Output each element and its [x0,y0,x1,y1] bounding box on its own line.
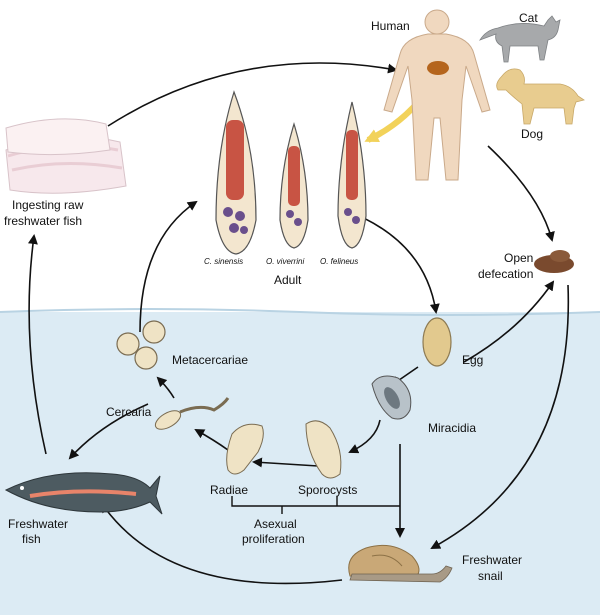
arrow-defecation-to-snail [430,284,570,549]
water-background [0,312,600,615]
arrow-cercaria-to-metacercariae [156,376,175,399]
cercaria-image [154,397,230,430]
sporocysts-image [305,420,342,479]
label-asexual-line1: Asexual [254,517,297,531]
arrow-cercaria-to-fish [68,403,149,460]
freshwater-snail-image [348,544,453,583]
label-freshwater-snail-line1: Freshwater [462,553,522,567]
adult-worm-o-viverrini [279,121,309,249]
label-ingesting-line2: freshwater fish [4,214,82,228]
label-open-line2: defecation [478,267,533,281]
arrow-egg-to-defecation [463,280,555,363]
raw-fish-fillets-image [5,118,127,194]
label-asexual-line2: proliferation [242,532,305,546]
label-egg: Egg [462,353,483,367]
label-open-line1: Open [504,251,533,265]
dog-icon [496,68,585,125]
label-adult: Adult [274,273,302,287]
water-surface-line [0,308,600,316]
adult-worm-c-sinensis [215,90,257,255]
label-species-o-felineus: O. felineus [320,257,358,266]
liver-icon [427,61,449,75]
label-human: Human [371,19,410,33]
cat-icon [479,15,561,63]
label-metacercariae: Metacercariae [172,353,248,367]
asexual-bracket [231,496,400,514]
label-freshwater-fish-line1: Freshwater [8,517,68,531]
radiae-image [226,423,264,475]
arrow-radiae-to-cercaria [194,429,229,451]
label-sporocysts: Sporocysts [298,483,357,497]
label-species-o-viverrini: O. viverrini [266,257,304,266]
label-species-c-sinensis: C. sinensis [204,257,243,266]
arrow-sporocysts-to-radiae [252,457,319,468]
label-freshwater-snail-line2: snail [478,569,503,583]
egg-image [422,317,452,367]
feces-icon [534,250,574,273]
arrow-fish-to-ingesting [27,234,47,455]
label-miracidia: Miracidia [428,421,476,435]
label-freshwater-fish-line2: fish [22,532,41,546]
metacercariae-image [116,320,166,370]
adult-worm-o-felineus [337,101,367,249]
arrow-fish-to-human [107,62,398,127]
arrow-snail-to-fish [100,502,343,585]
label-ingesting-line1: Ingesting raw [12,198,84,212]
label-cat: Cat [519,11,538,25]
miracidia-image [371,375,412,420]
label-dog: Dog [521,127,543,141]
arrow-miracidia-to-sporocysts [348,419,381,454]
label-radiae: Radiae [210,483,248,497]
label-cercaria: Cercaria [106,405,152,419]
freshwater-fish-image [4,472,163,515]
arrow-human-to-defecation [487,145,555,242]
arrow-metacercariae-to-adult [139,200,198,333]
human-figure [383,9,491,181]
